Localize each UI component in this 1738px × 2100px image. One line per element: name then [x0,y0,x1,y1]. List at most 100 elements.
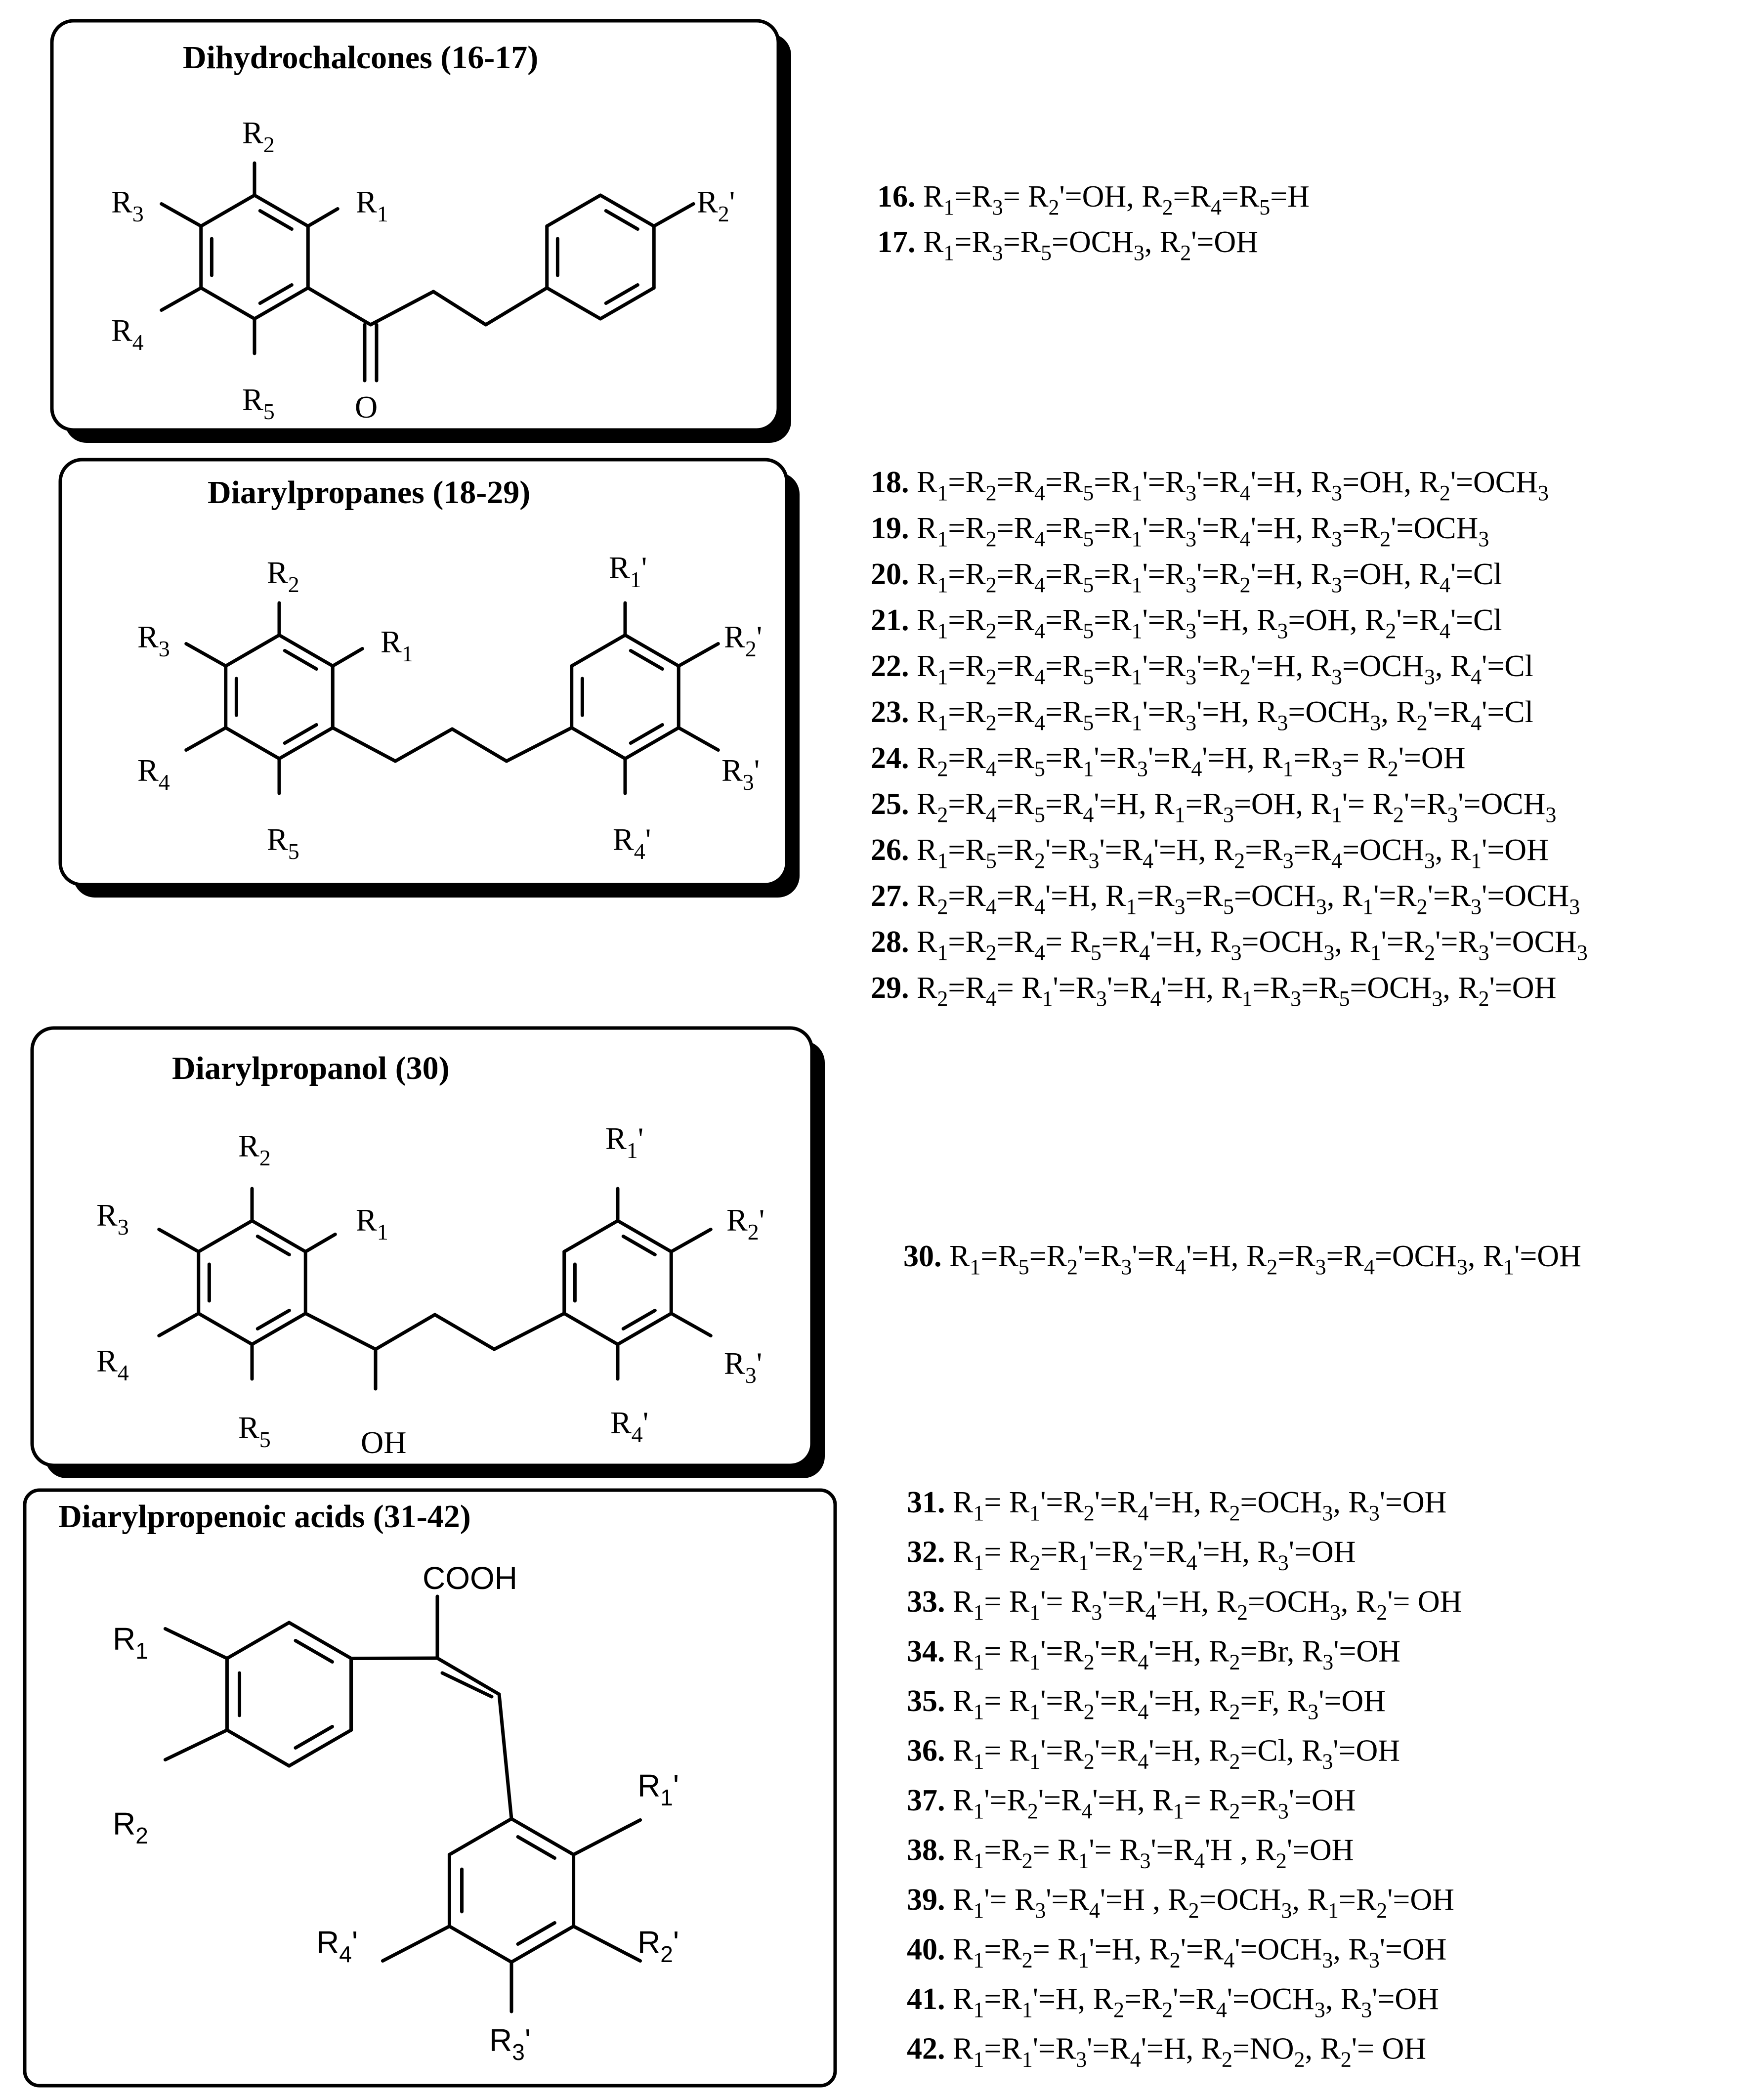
compound-entry: 39. R1​'= R3​'=R4​'=H , R2​=OCH3​, R1​=R… [907,1883,1454,1923]
label-r2: R2 [242,115,275,157]
bond-line [306,286,373,327]
substituent-bond [669,1228,713,1253]
compound-entry: 18. R1​=R2​=R4​=R5​=R1​'=R3​'=R4​'=H, R3… [871,466,1549,505]
compound-list-30: 30. R1​=R5​=R2​'=R3​'=R4​'=H, R2​=R3​=R4… [903,1240,1581,1279]
ring-bond [224,726,281,761]
ring-bond [197,1312,254,1346]
substituent-bond [677,642,720,668]
label-r5: R5 [238,1410,271,1452]
bond-line [331,726,397,763]
compound-number: 33. [907,1585,953,1619]
compound-number: 40. [907,1933,953,1967]
compound-entry: 32. R1​= R2​=R1​'=R2​'=R4​'=H, R3​'=OH [907,1536,1356,1575]
label-r4: R4 [111,313,144,355]
label-r4-prime: R4' [316,1925,358,1967]
compound-number: 25. [871,787,917,821]
compound-entry: 41. R1​=R1​'=H, R2​=R2​'=R4​'=OCH3​, R3​… [907,1982,1439,2022]
compound-entry: 16. R1​=R3​= R2​'=OH, R2​=R4​=R5​=H [877,180,1310,219]
ring-double-bond [604,209,639,231]
ring-bond [623,633,680,668]
ring-bond [509,1925,576,1964]
compound-entry: 25. R2​=R4​=R5​=R4​'=H, R1​=R3​=OH, R1​'… [871,787,1556,827]
compound-number: 16. [877,180,923,214]
label-r3: R3 [137,619,170,661]
substituent-bond [184,642,228,668]
ring-bond [447,1925,513,1964]
compound-entry: 27. R2​=R4​=R4​'=H, R1​=R3​=R5​=OCH3​, R… [871,879,1580,919]
ring-bond [616,1219,673,1253]
label-r1: R1 [356,1202,388,1244]
ring-double-bond [258,283,294,305]
panel-diarylpropanes: Diarylpropanes (18-29)R2R1R3R4R5R1'R2'R3… [58,458,800,898]
substituent-bond [160,202,203,228]
compound-entry: 17. R1​=R3​=R5​=OCH3​, R2​'=OH [877,225,1258,265]
substituent-bond [163,1627,229,1660]
ring-double-bond [629,723,664,745]
compound-entry: 37. R1​'=R2​'=R4​'=H, R1​= R2​=R3​'=OH [907,1784,1356,1823]
panel-frame [58,458,789,887]
ring-bond [598,286,656,321]
panel-frame [30,1026,814,1467]
compound-number: 42. [907,2032,953,2066]
bond-line [374,1313,437,1351]
ring-double-bond [604,283,639,305]
label-r2-prime: R2' [726,1202,764,1244]
ring-double-bond [255,1309,291,1330]
bond-line [431,290,488,327]
bond-line [484,286,549,327]
compound-number: 22. [871,649,917,683]
label-r3: R3 [96,1198,129,1240]
compound-number: 29. [871,971,917,1005]
label-r2-prime: R2' [697,184,735,226]
compound-entry: 21. R1​=R2​=R4​=R5​=R1​'=R3​'=H, R3​=OH,… [871,603,1502,643]
ring-bond [570,726,627,761]
label-hydroxyl: OH [361,1425,406,1460]
ring-double-bond [258,209,294,231]
ring-double-bond [621,1309,657,1330]
ring-bond [570,633,627,668]
ring-bond [250,1219,307,1253]
bond-line [369,290,435,327]
compound-number: 19. [871,512,917,545]
substituent-bond [572,1925,642,1963]
label-r3: R3 [111,184,144,226]
ring-bond [199,286,256,321]
label-r5: R5 [267,822,299,864]
ring-bond [253,286,310,321]
ring-bond [199,193,256,228]
substituent-bond [677,726,720,752]
label-carboxyl: COOH [423,1560,517,1596]
label-r1: R1 [113,1621,148,1664]
ring-bond [277,633,335,668]
compound-entry: 30. R1​=R5​=R2​'=R3​'=R4​'=H, R2​=R3​=R4… [903,1240,1581,1279]
compound-number: 26. [871,833,917,867]
compound-entry: 28. R1​=R2​=R4​= R5​=R4​'=H, R3​=OCH3​, … [871,925,1588,965]
substituent-bond [157,1312,201,1337]
ring-bond [545,193,602,228]
substituent-bond [163,1728,229,1761]
ring-bond [225,1621,291,1660]
bond-line [303,1312,378,1351]
bond-line [349,1656,439,1660]
substituent-bond [184,726,228,752]
substituent-bond [669,1312,713,1337]
substituent-bond [381,1925,451,1963]
ring-double-bond [516,1835,556,1860]
ring-double-bond [629,649,664,671]
label-r5: R5 [242,382,275,424]
compound-entry: 33. R1​= R1​'= R3​'=R4​'=H, R2​=OCH3​, R… [907,1585,1462,1625]
bond-line [393,727,454,763]
compound-number: 24. [871,741,917,775]
bond-line [450,727,509,763]
panel-title: Diarylpropanes (18-29) [208,474,530,511]
compound-number: 34. [907,1635,953,1669]
label-r4: R4 [96,1343,129,1385]
label-r3-prime: R3' [721,753,760,795]
substituent-bond [160,286,203,312]
label-r4: R4 [137,753,170,795]
ring-double-bond [283,649,318,671]
compound-entry: 38. R1​=R2​= R1​'= R3​'=R4​'H , R2​'=OH [907,1834,1354,1873]
